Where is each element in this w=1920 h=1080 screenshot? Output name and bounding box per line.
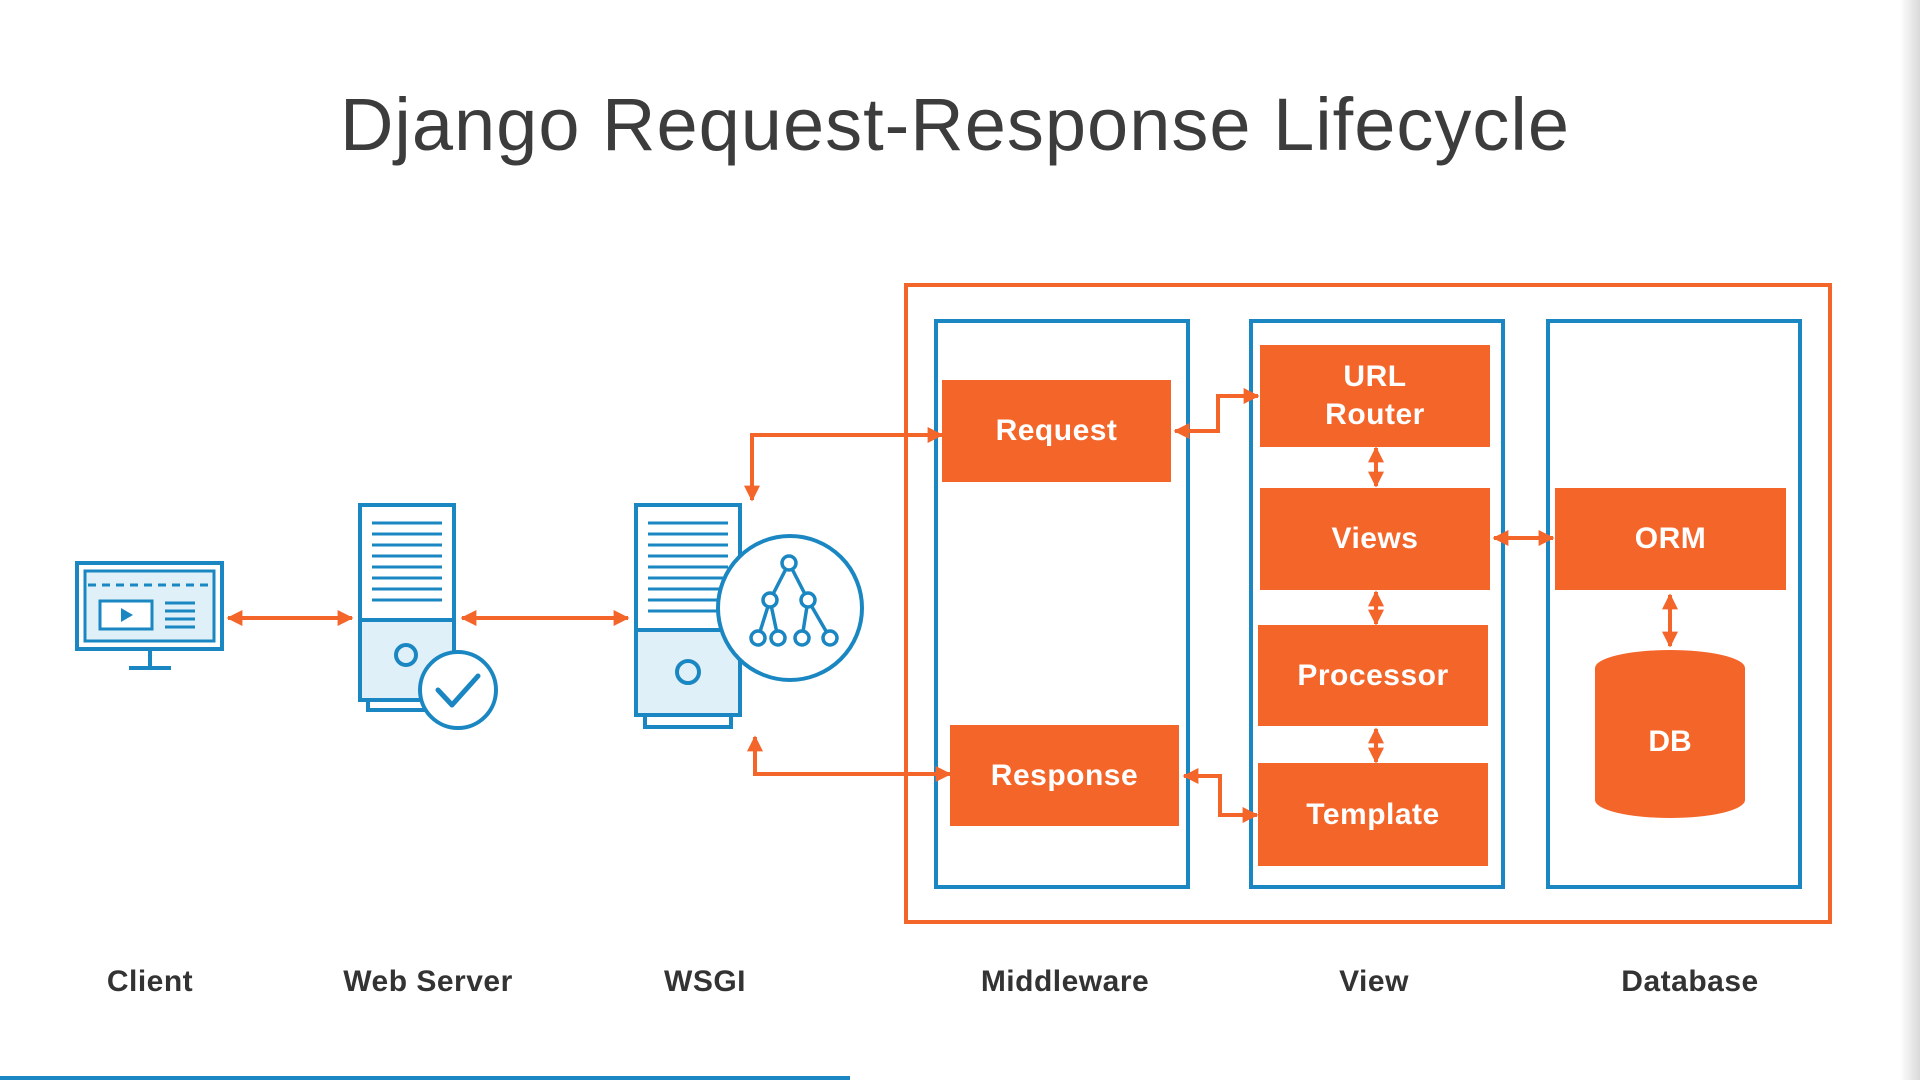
orm-label: ORM [1634,522,1707,555]
url-router-label-line1: URL [1343,360,1407,393]
arrow-request-urlrouter [1173,388,1260,439]
views-label: Views [1331,522,1419,555]
database-panel [1546,319,1802,889]
label-web-server: Web Server [343,965,513,998]
db-cylinder [1595,650,1745,818]
slide-title: Django Request-Response Lifecycle [339,83,1570,166]
views-box: Views [1260,488,1490,590]
response-box: Response [950,725,1179,826]
arrow-template-response [1182,768,1259,823]
template-box: Template [1258,763,1488,866]
response-label: Response [990,758,1139,792]
middleware-panel [934,319,1190,889]
processor-label: Processor [1297,658,1449,692]
url-router-label-line2: Router [1325,398,1425,431]
db-label: DB [1648,725,1692,758]
request-label: Request [995,414,1118,447]
arrow-wsgi-request [744,427,944,502]
processor-box: Processor [1258,625,1488,726]
django-container [904,283,1832,924]
request-box: Request [942,380,1171,482]
wsgi-server-icon [634,503,864,729]
web-server-icon [358,503,498,730]
label-wsgi: WSGI [664,965,746,998]
label-middleware: Middleware [980,965,1150,998]
label-client: Client [106,965,194,998]
arrow-wsgi-response [747,735,952,782]
slide-edge-shadow [1900,0,1920,1080]
orm-box: ORM [1555,488,1786,590]
client-monitor-icon [75,561,224,670]
template-label: Template [1306,797,1440,831]
label-view: View [1339,965,1409,998]
video-progress-bar [0,1076,850,1080]
url-router-box: URL Router [1260,345,1490,447]
view-panel [1249,319,1505,889]
label-database: Database [1621,965,1759,998]
